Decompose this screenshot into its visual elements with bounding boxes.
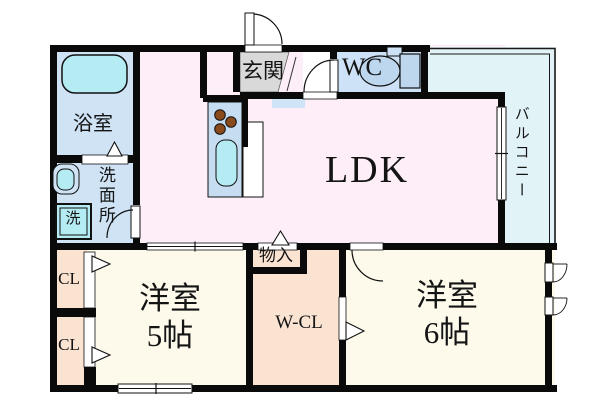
wall [300,243,307,274]
wc-door-opening [302,91,338,100]
stove-burner-icon [214,109,226,121]
wall [50,155,82,163]
wall [297,243,350,250]
room6-door-leaf [349,242,384,251]
balcony-railing-inner [430,53,550,244]
stove-burner-icon [214,123,226,135]
genkan-step-line [286,56,297,92]
room-label-wc: WC [341,54,383,81]
toilet-tank-icon [399,53,421,89]
room6-door-swing-arc [351,249,384,282]
closet-upper-arrow [91,255,112,273]
closet-lower-arrow [91,346,112,364]
wcl-opening [338,296,347,341]
wall [50,45,57,392]
washroom-door-swing-arc [106,209,134,239]
room-label-room5-name: 洋室 [139,281,201,316]
wall [242,102,248,147]
storage-arrow [271,229,290,246]
wall [421,45,428,99]
room-label-ldk: LDK [324,149,410,191]
room6-floor [340,243,555,392]
room-label-room6-size: 6帖 [423,315,471,350]
wall [246,243,253,392]
wall [421,92,505,99]
wall [545,245,552,263]
wc-door-swing-arc [303,59,335,93]
kitchen-sink-icon [215,139,238,187]
wall [339,243,346,297]
entry-step [272,99,305,108]
room-label-storage: 物入 [259,246,293,265]
room-label-room6-name: 洋室 [416,278,478,313]
wall [200,45,207,98]
entrance-door-opening [244,44,283,53]
room-label-closet-upper: CL [58,269,80,288]
wall [383,243,557,250]
washroom-door-leaf [130,205,141,239]
wall [339,340,346,392]
closet-upper-door [83,251,96,309]
balcony-railing-outer [430,47,556,244]
wcl-arrow [345,321,366,341]
wall [133,45,140,205]
room-label-closet-lower: CL [58,335,80,354]
room6-window-lower [544,296,554,316]
washing-machine-icon [55,203,92,240]
room6-window-upper-arc [552,263,568,283]
washing-machine-inner [59,207,88,236]
washbasin-bowl-icon [56,168,75,191]
room-label-balcony: バルコニー [512,106,529,201]
toilet-cistern-icon [386,46,403,57]
stove-burner-icon [225,116,237,128]
wall [128,155,140,163]
wall [50,308,96,317]
toilet-bowl-icon [359,55,401,87]
room-label-genkan: 玄関 [242,59,284,83]
room6-window-lower-arc [552,297,568,316]
entrance-door-leaf [244,12,255,46]
wall [246,267,307,274]
closet-lower-door [83,316,96,368]
entrance-door-swing-arc [253,13,283,45]
room-label-bathroom: 浴室 [73,113,113,135]
wall [545,282,552,297]
label-washing-machine: 洗 [65,211,81,227]
wall [233,45,240,92]
wall [498,99,505,108]
room-label-room5-size: 5帖 [146,318,194,353]
wall [337,92,421,99]
wall [498,200,505,245]
wall [203,95,248,102]
bathroom-door [81,154,129,165]
wall [84,367,96,385]
wall [330,52,337,59]
room-label-washroom: 洗面所 [95,166,115,226]
wall [50,243,147,250]
room6-window-upper [544,262,554,283]
wall [545,315,552,392]
wall [240,92,303,99]
bathroom-door-arrow [106,140,123,157]
wall [50,385,557,392]
bathtub-icon [61,54,128,94]
room-label-walk-in-closet: W-CL [275,312,323,333]
